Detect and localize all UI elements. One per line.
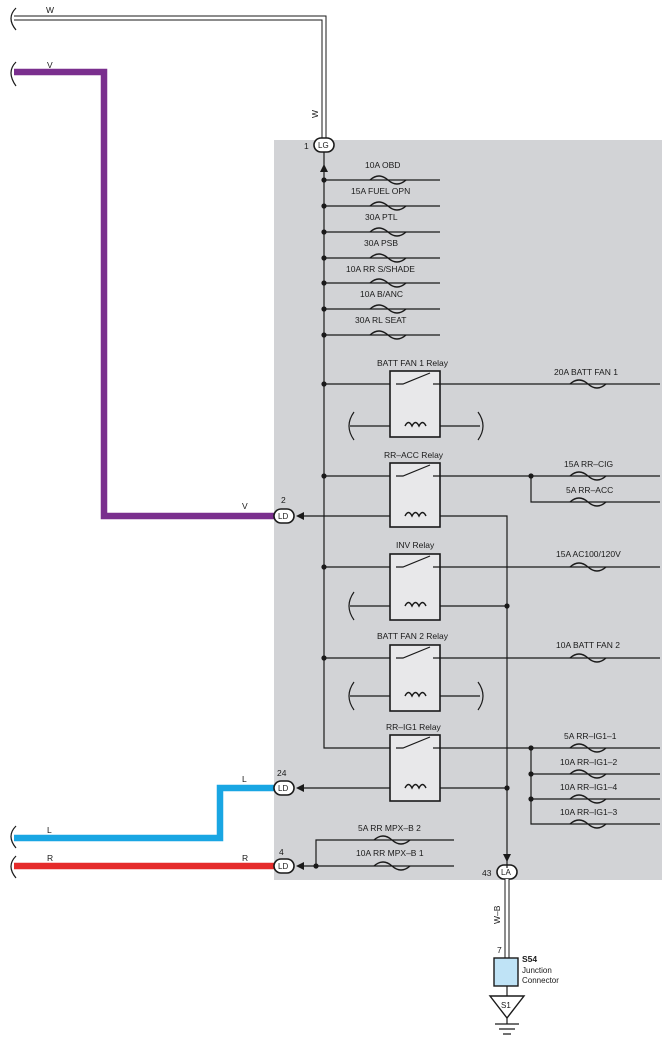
svg-text:24: 24 [277, 768, 287, 778]
fuse-label-rl-seat: 30A RL SEAT [355, 315, 407, 325]
relay-batt-fan-2-label: BATT FAN 2 Relay [377, 631, 449, 641]
wire-w [14, 15, 327, 138]
svg-text:43: 43 [482, 868, 492, 878]
relay-rr-ig1-label: RR–IG1 Relay [386, 722, 442, 732]
svg-text:2: 2 [281, 495, 286, 505]
fuse-label-ptl: 30A PTL [365, 212, 398, 222]
connector-ld-4: 4 LD [273, 847, 304, 874]
relay-rr-acc-label: RR–ACC Relay [384, 450, 444, 460]
svg-text:LD: LD [278, 784, 288, 793]
relay-inv [321, 553, 660, 621]
svg-text:1: 1 [304, 141, 309, 151]
fuse-label-batt-fan-2: 10A BATT FAN 2 [556, 640, 620, 650]
svg-text:LD: LD [278, 512, 288, 521]
fuse-label-rr-acc: 5A RR–ACC [566, 485, 613, 495]
wire-w-vertical-label: W [310, 110, 320, 118]
fuse-label-rr-cig: 15A RR–CIG [564, 459, 613, 469]
wire-w-top-label: W [46, 5, 54, 15]
wire-r-left-label: R [47, 853, 53, 863]
wire-r-right-label: R [242, 853, 248, 863]
wire-l-right-label: L [242, 774, 247, 784]
fuse-label-banc: 10A B/ANC [360, 289, 403, 299]
wire-v-top-label: V [47, 60, 53, 70]
wire-l-left-label: L [47, 825, 52, 835]
wire-v [14, 68, 276, 520]
top-fuse-rows [321, 175, 440, 340]
fuse-label-obd: 10A OBD [365, 160, 400, 170]
relay-batt-fan-2 [321, 644, 660, 712]
fuse-label-rr-ig1-4: 10A RR–IG1–4 [560, 782, 617, 792]
relay-batt-fan-1-label: BATT FAN 1 Relay [377, 358, 449, 368]
fuse-label-batt-fan-1: 20A BATT FAN 1 [554, 367, 618, 377]
connector-ld-24: 24 LD [273, 768, 304, 796]
fuse-label-fuel-opn: 15A FUEL OPN [351, 186, 410, 196]
relay-rr-acc [304, 462, 660, 868]
junction-connector-s54 [493, 957, 519, 987]
fuse-label-rr-ig1-3: 10A RR–IG1–3 [560, 807, 617, 817]
junction-line1: Junction [522, 966, 552, 975]
fuse-label-rr-sshade: 10A RR S/SHADE [346, 264, 415, 274]
ground-label: S1 [501, 1001, 511, 1010]
junction-id: S54 [522, 954, 537, 964]
junction-pin: 7 [497, 945, 502, 955]
main-bus [323, 152, 390, 749]
svg-text:LD: LD [278, 862, 288, 871]
junction-line2: Connector [522, 976, 559, 985]
relay-rr-ig1 [304, 734, 660, 829]
fuse-label-mpx-b1: 10A RR MPX–B 1 [356, 848, 424, 858]
fuse-label-mpx-b2: 5A RR MPX–B 2 [358, 823, 421, 833]
svg-text:LG: LG [318, 141, 329, 150]
wire-l [14, 784, 276, 842]
svg-text:LA: LA [501, 868, 511, 877]
junction-block-panel [274, 140, 662, 880]
wire-w-b-label: W–B [492, 905, 502, 924]
fuse-label-psb: 30A PSB [364, 238, 398, 248]
connector-ld-2: 2 LD [273, 495, 304, 524]
wire-break-marks [10, 7, 17, 879]
fuse-label-ac100: 15A AC100/120V [556, 549, 621, 559]
fuse-label-rr-ig1-1: 5A RR–IG1–1 [564, 731, 617, 741]
relay-inv-label: INV Relay [396, 540, 435, 550]
svg-text:4: 4 [279, 847, 284, 857]
mpx-fuses [304, 835, 454, 871]
wire-v-mid-label: V [242, 501, 248, 511]
ground-s1 [488, 995, 526, 1035]
fuse-label-rr-ig1-2: 10A RR–IG1–2 [560, 757, 617, 767]
relay-batt-fan-1 [321, 370, 660, 441]
